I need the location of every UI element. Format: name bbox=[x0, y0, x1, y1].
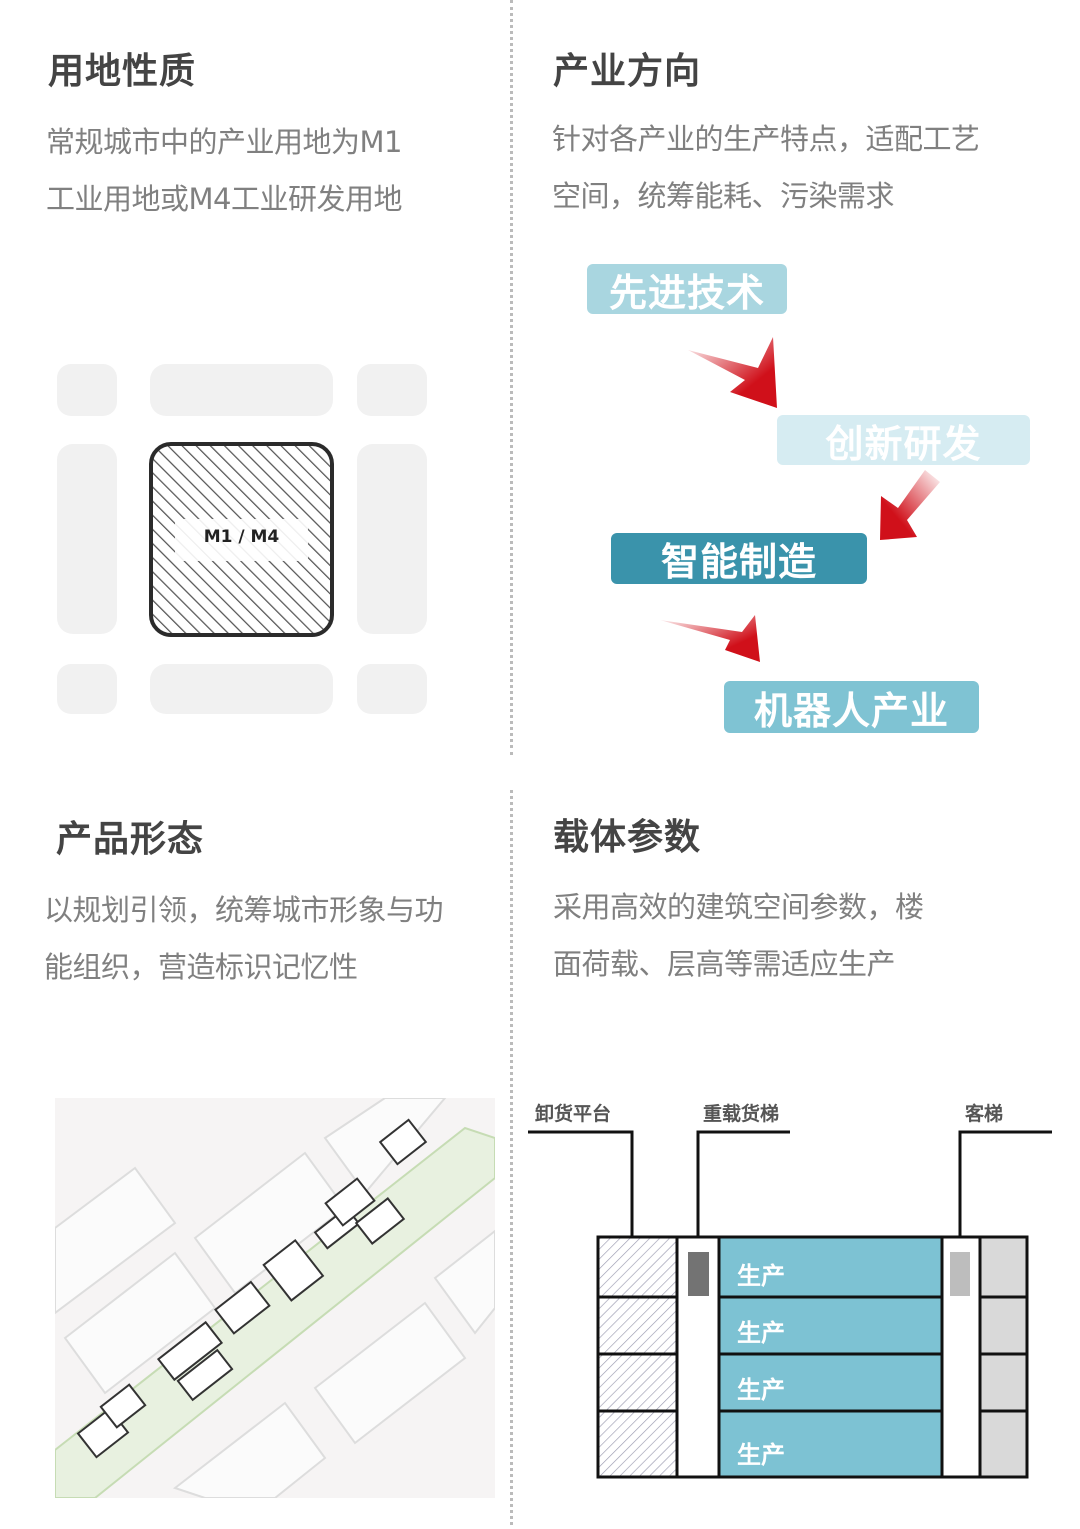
flow-step-smart-manufacturing: 智能制造 bbox=[611, 533, 867, 584]
arrow-down-left-icon bbox=[880, 470, 940, 540]
plot-label: M1 / M4 bbox=[203, 527, 280, 547]
land-plot-diagram bbox=[57, 364, 427, 714]
panel-title-parameters: 载体参数 bbox=[553, 817, 702, 858]
freight-elevator-shaft bbox=[688, 1252, 709, 1296]
block bbox=[57, 364, 117, 416]
floor-label: 生产 bbox=[737, 1319, 785, 1347]
flow-arrows bbox=[660, 337, 940, 662]
passenger-elevator-shaft bbox=[950, 1252, 970, 1296]
label-unloading-platform: 卸货平台 bbox=[535, 1103, 612, 1125]
floor-label: 生产 bbox=[737, 1441, 785, 1469]
desc-line: 工业用地或M4工业研发用地 bbox=[46, 182, 402, 216]
flow-step-advanced-tech: 先进技术 bbox=[587, 264, 787, 315]
divider-bottom bbox=[510, 790, 513, 1525]
label-passenger-elevator: 客梯 bbox=[965, 1103, 1004, 1125]
site-plan-axonometric bbox=[55, 1098, 495, 1498]
building-section-diagram bbox=[528, 1130, 1052, 1479]
city-blocks bbox=[55, 1098, 495, 1498]
arrow-down-right-icon bbox=[660, 615, 760, 662]
panel-desc-industry: 针对各产业的生产特点，适配工艺 空间，统筹能耗、污染需求 bbox=[552, 111, 980, 225]
flow-step-robotics: 机器人产业 bbox=[724, 681, 979, 733]
panel-title-industry: 产业方向 bbox=[553, 51, 702, 92]
floor-label: 生产 bbox=[737, 1376, 785, 1404]
desc-line: 常规城市中的产业用地为M1 bbox=[46, 125, 402, 159]
desc-line: 面荷载、层高等需适应生产 bbox=[553, 947, 896, 981]
label-freight-elevator: 重载货梯 bbox=[703, 1103, 780, 1125]
panel-desc-parameters: 采用高效的建筑空间参数，楼 面荷载、层高等需适应生产 bbox=[553, 879, 924, 993]
floor-label: 生产 bbox=[737, 1262, 785, 1290]
desc-line: 采用高效的建筑空间参数，楼 bbox=[553, 890, 924, 924]
panel-desc-product: 以规划引领，统筹城市形象与功 能组织，营造标识记忆性 bbox=[44, 882, 444, 996]
desc-line: 能组织，营造标识记忆性 bbox=[44, 950, 358, 984]
buildings bbox=[76, 1118, 428, 1459]
desc-line: 空间，统筹能耗、污染需求 bbox=[552, 179, 895, 213]
panel-desc-land-use: 常规城市中的产业用地为M1 工业用地或M4工业研发用地 bbox=[46, 114, 402, 228]
flow-step-innovation: 创新研发 bbox=[777, 415, 1030, 466]
desc-line: 以规划引领，统筹城市形象与功 bbox=[44, 893, 444, 927]
arrow-down-right-icon bbox=[688, 337, 777, 408]
panel-title-land-use: 用地性质 bbox=[48, 51, 197, 92]
divider-top bbox=[510, 0, 513, 755]
desc-line: 针对各产业的生产特点，适配工艺 bbox=[552, 122, 980, 156]
panel-title-product: 产品形态 bbox=[56, 819, 205, 860]
